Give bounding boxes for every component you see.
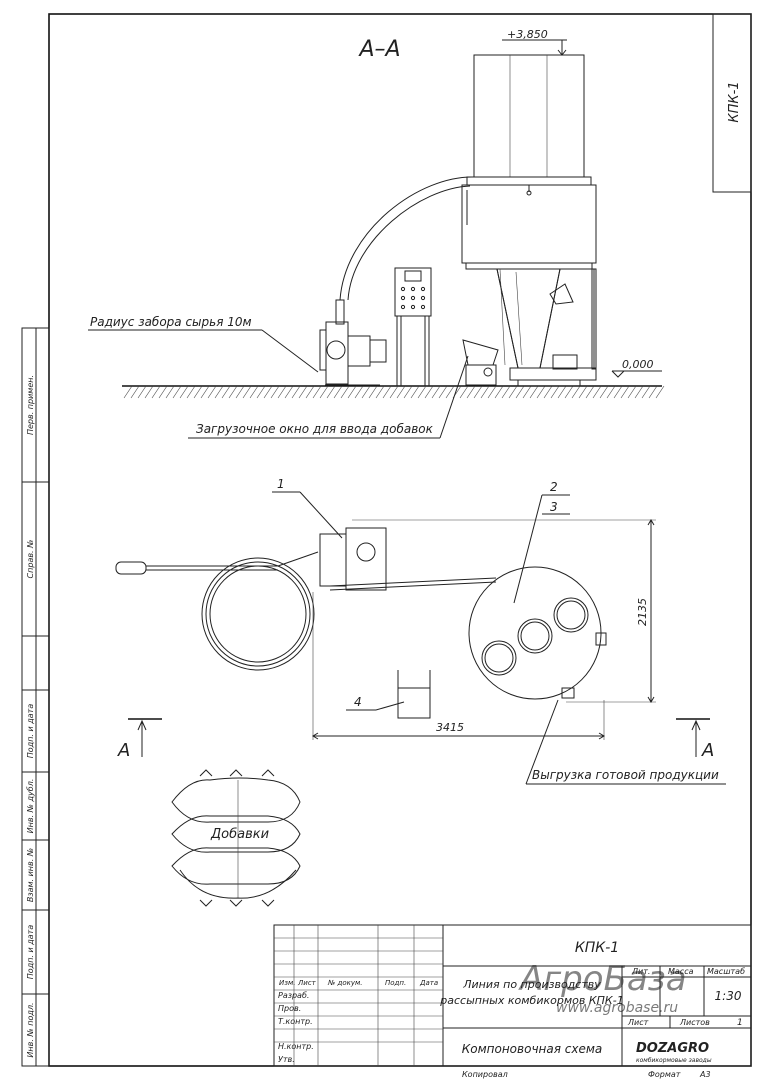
plan-silo	[468, 566, 607, 700]
silo	[461, 39, 597, 387]
item-leaders	[272, 491, 570, 711]
intake-hose	[115, 551, 319, 671]
side-stamp-column: Перв. примен. Справ. № Подп. и дата Инв.…	[21, 327, 50, 1067]
tb-col-podp: Подп.	[385, 979, 406, 987]
logo-sub: комбикормовые заводы	[636, 1057, 712, 1064]
panel-button	[400, 295, 406, 301]
section-title: А–А	[357, 37, 400, 62]
tb-scale-value: 1:30	[715, 989, 742, 1003]
stamp-vzam-inv: Взам. инв. №	[26, 848, 35, 902]
dim-height: 2135	[636, 598, 649, 626]
stamp-sprav: Справ. №	[26, 540, 35, 579]
corner-stamp: КПК-1	[727, 81, 742, 122]
additives-label: Добавки	[210, 827, 269, 842]
stamp-inv-dubl: Инв. № дубл.	[26, 779, 35, 834]
tb-drawing-name: Компоновочная схема	[462, 1042, 603, 1056]
tb-role-nkontr: Н.контр.	[278, 1042, 314, 1051]
panel-button	[420, 304, 426, 310]
dozagro-logo: DOZAGRO комбикормовые заводы	[636, 1041, 712, 1064]
ground-line	[122, 385, 665, 399]
tb-format-label: Формат	[648, 1070, 681, 1079]
tb-sheet-label: Лист	[627, 1018, 649, 1027]
control-panel	[394, 267, 432, 386]
tb-code: КПК-1	[575, 940, 619, 956]
panel-button	[400, 286, 406, 292]
title-block	[273, 924, 752, 1067]
item-3: 3	[550, 500, 558, 514]
tb-col-list: Лист	[297, 979, 317, 987]
tb-col-data: Дата	[419, 979, 438, 987]
plan-mill	[319, 527, 497, 591]
tb-role-prov: Пров.	[278, 1004, 301, 1013]
tb-mass-label: Масса	[668, 967, 694, 976]
outer-frame	[48, 13, 752, 1067]
panel-button	[420, 286, 426, 292]
tb-role-utv: Утв.	[278, 1055, 295, 1064]
unloading-label: Выгрузка готовой продукции	[532, 768, 719, 782]
logo-text: DOZAGRO	[636, 1041, 709, 1056]
section-mark-right-label: А	[701, 740, 714, 761]
tb-description-line1: Линия по производству	[462, 978, 601, 991]
section-mark-right	[676, 718, 710, 757]
stamp-podp-2: Подп. и дата	[26, 925, 35, 980]
loading-window-callout	[188, 355, 469, 439]
watermark-text: АгроБаза	[518, 959, 687, 999]
dim-width: 3415	[436, 721, 464, 734]
tb-format-value: А3	[699, 1070, 711, 1079]
dimension-lines	[312, 519, 656, 740]
unloading-callout	[525, 699, 726, 785]
panel-button	[410, 286, 416, 292]
item-1: 1	[277, 477, 285, 491]
tb-scale-label: Масштаб	[707, 967, 745, 976]
tb-sheets-label: Листов	[679, 1018, 710, 1027]
section-mark-left	[128, 718, 162, 757]
elevation-zero-mark	[611, 370, 662, 378]
tb-col-izm: Изм.	[279, 979, 295, 987]
item-2: 2	[550, 480, 558, 494]
tb-role-tkontr: Т.контр.	[278, 1017, 313, 1026]
section-mark-left-label: А	[117, 740, 130, 761]
hammer-mill	[319, 176, 476, 386]
tb-description-line2: рассыпных комбикормов КПК-1	[439, 994, 623, 1007]
tb-sheets-value: 1	[737, 1018, 743, 1028]
stamp-podp-1: Подп. и дата	[26, 704, 35, 759]
panel-button	[420, 295, 426, 301]
additive-bags	[171, 769, 301, 907]
panel-button	[410, 295, 416, 301]
intake-radius-label: Радиус забора сырья 10м	[90, 315, 252, 329]
elevation-top: +3,850	[507, 28, 548, 41]
watermark-url: www.agrobase.ru	[556, 1000, 678, 1016]
intake-callout	[88, 329, 319, 373]
panel-button	[400, 304, 406, 310]
tb-role-razrab: Разраб.	[278, 991, 309, 1000]
item-4: 4	[354, 695, 362, 709]
loading-window-label: Загрузочное окно для ввода добавок	[196, 422, 434, 436]
plan-hopper	[397, 670, 431, 719]
elevation-zero: 0,000	[622, 358, 654, 371]
tb-col-dokum: № докум.	[327, 979, 363, 987]
loading-hopper	[462, 339, 499, 386]
tb-lit-label: Лит.	[631, 967, 650, 976]
corner-stamp-box	[712, 13, 752, 193]
panel-button	[410, 304, 416, 310]
tb-copied-label: Копировал	[462, 1070, 508, 1079]
stamp-inv-podl: Инв. № подл.	[26, 1002, 35, 1057]
stamp-perv-primen: Перв. примен.	[26, 375, 35, 435]
